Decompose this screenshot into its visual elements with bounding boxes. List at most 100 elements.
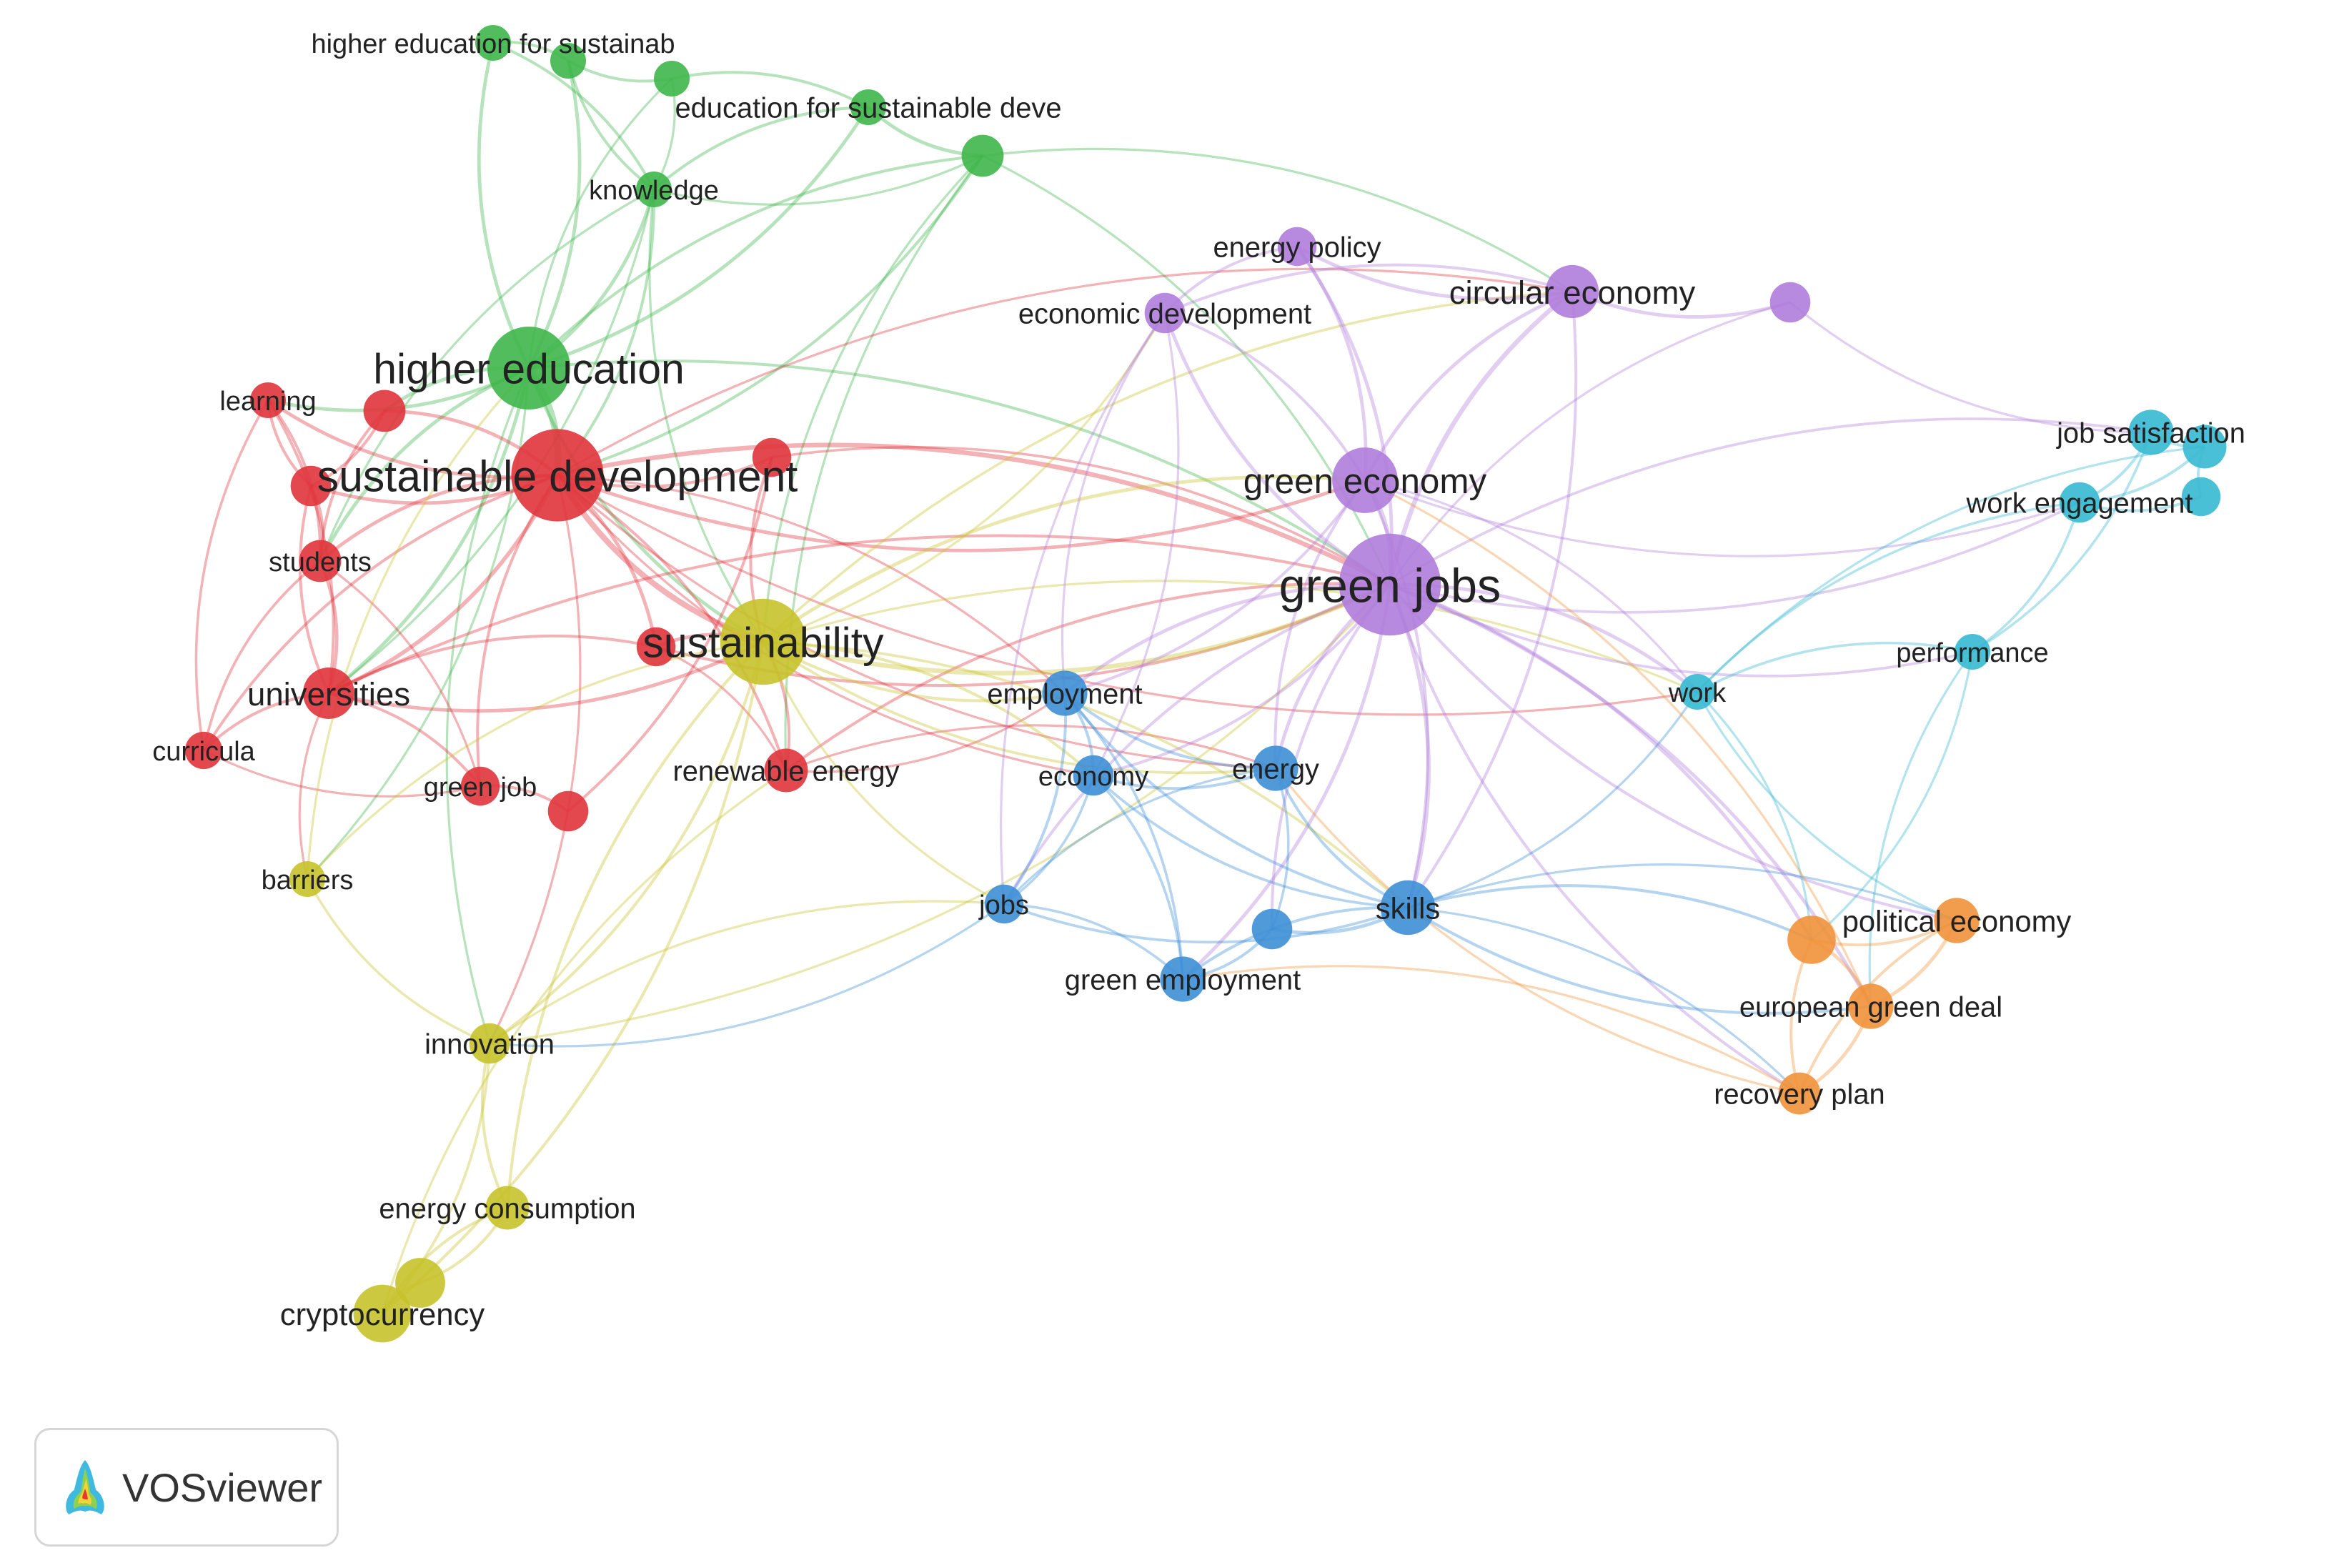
link-sustainable-development--renewable-energy <box>556 474 788 771</box>
node-students[interactable] <box>299 540 342 582</box>
link-work--c2 <box>1696 445 2205 693</box>
node-innovation[interactable] <box>469 1023 510 1064</box>
node-education-for-sustainable-deve[interactable] <box>850 89 886 125</box>
link-performance--european-green-deal <box>1868 651 1974 1007</box>
link-performance--o1 <box>1810 651 1974 941</box>
link-students--green-job <box>319 560 482 787</box>
node-y5[interactable] <box>395 1258 445 1308</box>
link-skills--european-green-deal <box>1406 906 1872 1015</box>
link-circular-economy--skills <box>1406 291 1578 909</box>
link-sustainability--innovation <box>488 641 765 1045</box>
node-work[interactable] <box>1679 674 1715 710</box>
link-knowledge--g5 <box>653 154 983 206</box>
node-g5[interactable] <box>961 134 1004 177</box>
label-barriers: barriers <box>262 865 354 895</box>
label-learning: learning <box>219 387 316 417</box>
node-higher-education[interactable] <box>487 327 570 410</box>
node-g3[interactable] <box>654 61 690 96</box>
label-jobs: jobs <box>978 890 1029 921</box>
link-higher-education--g3 <box>527 77 673 369</box>
node-higher-education-for-sustainab[interactable] <box>475 25 511 61</box>
node-energy-policy[interactable] <box>1277 227 1317 267</box>
node-c2[interactable] <box>2182 425 2227 469</box>
link-renewable-energy--employment <box>785 692 1066 773</box>
link-r11--r5 <box>567 457 773 813</box>
node-universities[interactable] <box>303 668 354 719</box>
node-circular-economy[interactable] <box>1545 264 1599 319</box>
link-higher-education--sustainability <box>527 367 765 644</box>
node-c4[interactable] <box>2181 477 2221 517</box>
node-sustainability[interactable] <box>720 598 807 685</box>
node-political-economy[interactable] <box>1934 898 1980 943</box>
link-green-jobs--p3 <box>1389 301 1791 585</box>
link-sustainability--economy <box>763 640 1095 777</box>
vosviewer-logo-icon <box>66 1460 104 1514</box>
label-knowledge: knowledge <box>589 176 719 206</box>
node-job-satisfaction[interactable] <box>2128 410 2174 455</box>
node-p3[interactable] <box>1769 282 1811 323</box>
node-work-engagement[interactable] <box>2059 482 2100 523</box>
link-knowledge--g2 <box>567 60 655 191</box>
link-g5--sustainable-development <box>557 154 984 477</box>
link-circular-economy--p3 <box>1571 289 1791 319</box>
node-o1[interactable] <box>1787 916 1836 964</box>
label-energy: energy <box>1232 754 1319 785</box>
link-economic-development--economy <box>1092 312 1180 776</box>
link-green-economy--circular-economy <box>1363 289 1573 482</box>
link-p3--job-satisfaction <box>1789 301 2152 434</box>
node-green-job[interactable] <box>460 766 500 806</box>
node-energy[interactable] <box>1253 745 1298 791</box>
node-cryptocurrency[interactable] <box>353 1284 412 1343</box>
node-g2[interactable] <box>550 43 586 79</box>
link-jobs--skills <box>1003 903 1409 944</box>
label-employment: employment <box>987 679 1142 710</box>
link-sustainability--cryptocurrency <box>381 641 765 1315</box>
node-green-employment[interactable] <box>1160 956 1206 1002</box>
node-energy-consumption[interactable] <box>485 1186 530 1230</box>
node-barriers[interactable] <box>289 861 325 897</box>
link-green-jobs--circular-economy <box>1387 289 1574 585</box>
link-barriers--innovation <box>306 878 490 1045</box>
node-green-jobs[interactable] <box>1339 533 1441 636</box>
label-higher-education-for-sustainab: higher education for sustainab <box>311 29 675 59</box>
node-employment[interactable] <box>1042 670 1088 716</box>
link-sustainable-development--energy <box>556 474 1276 770</box>
node-economy[interactable] <box>1073 755 1114 796</box>
node-r3[interactable] <box>290 465 332 507</box>
node-r2[interactable] <box>363 389 406 432</box>
node-renewable-energy[interactable] <box>764 748 808 793</box>
link-recovery-plan--green-employment <box>1182 965 1800 1095</box>
node-r5[interactable] <box>752 437 792 477</box>
node-curricula[interactable] <box>184 731 223 770</box>
link-work--political-economy <box>1696 691 1957 922</box>
node-jobs[interactable] <box>984 884 1024 924</box>
label-higher-education: higher education <box>373 347 684 393</box>
link-sustainable-development--employment <box>557 474 1066 695</box>
link-green-economy--employment <box>1064 479 1366 695</box>
node-knowledge[interactable] <box>636 172 672 207</box>
label-recovery-plan: recovery plan <box>1714 1079 1884 1111</box>
link-cryptocurrency--renewable-energy <box>381 769 787 1314</box>
link-green-jobs--o1 <box>1389 582 1814 941</box>
link-employment--energy <box>1063 692 1276 770</box>
node-r11[interactable] <box>547 790 589 832</box>
label-energy-policy: energy policy <box>1213 232 1381 264</box>
node-r9[interactable] <box>636 627 676 667</box>
link-r2--students <box>319 410 386 562</box>
link-sustainable-development--curricula <box>202 474 558 752</box>
node-sustainable-development[interactable] <box>511 429 604 522</box>
link-skills--political-economy <box>1407 863 1957 922</box>
node-green-economy[interactable] <box>1332 447 1398 513</box>
label-sustainable-development: sustainable development <box>317 452 798 500</box>
node-economic-development[interactable] <box>1144 292 1186 334</box>
node-recovery-plan[interactable] <box>1778 1072 1821 1115</box>
node-performance[interactable] <box>1955 634 1990 670</box>
logo-text: VOSviewer <box>122 1464 323 1510</box>
link-green-jobs--b5 <box>1270 583 1391 930</box>
link-green-jobs--recovery-plan <box>1389 584 1801 1095</box>
link-performance--work <box>1697 641 1973 693</box>
node-learning[interactable] <box>250 382 286 418</box>
node-b5[interactable] <box>1251 908 1293 950</box>
node-skills[interactable] <box>1380 880 1436 936</box>
node-european-green-deal[interactable] <box>1848 983 1894 1029</box>
